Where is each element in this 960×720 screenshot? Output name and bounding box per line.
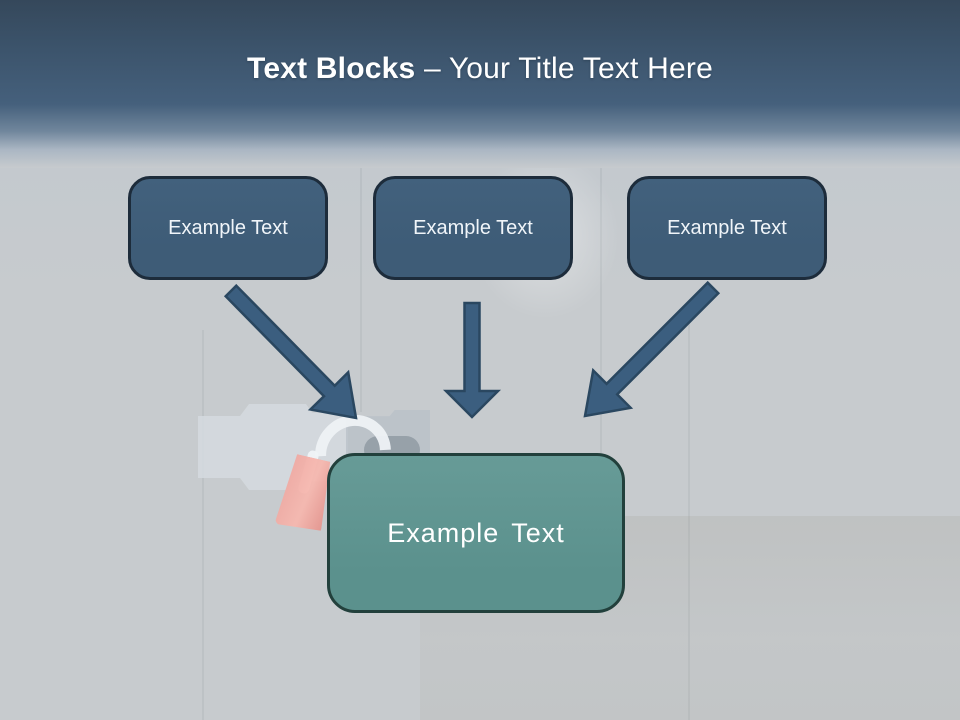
slide-title-emphasis: Text Blocks bbox=[247, 52, 416, 85]
center-text-block[interactable]: Example Text bbox=[327, 453, 625, 613]
slide-title: Text Blocks – Your Title Text Here bbox=[247, 0, 713, 85]
text-block-3[interactable]: Example Text bbox=[627, 176, 827, 280]
door-seam-line bbox=[360, 162, 362, 412]
text-block-2[interactable]: Example Text bbox=[373, 176, 573, 280]
center-text-block-label: Example Text bbox=[387, 517, 565, 548]
text-block-1[interactable]: Example Text bbox=[128, 176, 328, 280]
door-seam-line bbox=[202, 330, 204, 720]
text-block-3-label: Example Text bbox=[667, 216, 787, 239]
text-block-2-label: Example Text bbox=[413, 216, 533, 239]
title-banner: Text Blocks – Your Title Text Here bbox=[0, 0, 960, 168]
door-seam-line bbox=[688, 305, 690, 720]
text-block-1-label: Example Text bbox=[168, 216, 288, 239]
slide-title-rest: – Your Title Text Here bbox=[423, 52, 713, 85]
